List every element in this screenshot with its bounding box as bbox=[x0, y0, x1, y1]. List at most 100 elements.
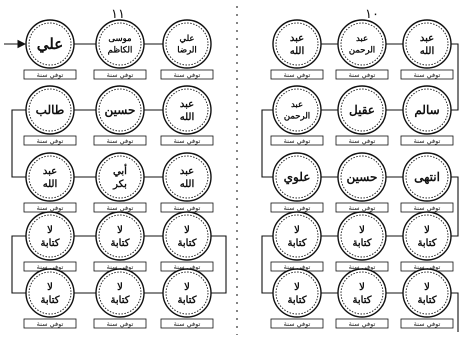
roundel-border bbox=[96, 269, 144, 317]
roundel-name: عبد bbox=[43, 166, 57, 177]
roundel-border bbox=[96, 20, 144, 68]
roundel-name-line2: كتابة bbox=[353, 238, 372, 249]
roundel-name-line2: بكر bbox=[112, 179, 127, 190]
roundel-border bbox=[338, 20, 386, 68]
roundel-node: علي توفي سنة bbox=[24, 20, 76, 79]
roundel-node: لا كتابة توفي سنة bbox=[161, 269, 213, 328]
caption-label: توفي سنة bbox=[174, 137, 201, 145]
caption-label: توفي سنة bbox=[414, 320, 441, 328]
roundel-node: لاكتابةتوفي سنة bbox=[336, 212, 388, 271]
roundel-border bbox=[338, 212, 386, 260]
roundel-node: لا كتابة توفي سنة bbox=[401, 269, 453, 328]
roundel-name-line2: كتابة bbox=[288, 238, 307, 249]
caption-label: توفي سنة bbox=[174, 204, 201, 212]
roundel-node: حسين توفي سنة bbox=[94, 86, 146, 145]
roundel-node: عليالرضاتوفي سنة bbox=[161, 20, 213, 79]
roundel-name: سالم bbox=[414, 103, 439, 118]
caption-label: توفي سنة bbox=[284, 71, 311, 79]
caption-label: توفي سنة bbox=[414, 204, 441, 212]
roundel-border bbox=[338, 269, 386, 317]
roundel-name: لا bbox=[359, 282, 365, 293]
roundel-border bbox=[26, 153, 74, 201]
roundel-name: علي bbox=[37, 35, 63, 54]
roundel-border bbox=[403, 212, 451, 260]
caption-label: توفي سنة bbox=[37, 320, 64, 328]
caption-label: توفي سنة bbox=[37, 137, 64, 145]
roundel-border bbox=[403, 20, 451, 68]
caption-label: توفي سنة bbox=[107, 204, 134, 212]
caption-label: توفي سنة bbox=[349, 320, 376, 328]
caption-label: توفي سنة bbox=[349, 137, 376, 145]
roundel-name-line2: الله bbox=[43, 179, 58, 190]
caption-label: توفي سنة bbox=[107, 71, 134, 79]
roundel-name-line2: الله bbox=[180, 179, 195, 190]
roundel-border bbox=[163, 269, 211, 317]
roundel-border bbox=[26, 212, 74, 260]
caption-label: توفي سنة bbox=[174, 320, 201, 328]
roundel-name: موسى bbox=[108, 34, 132, 44]
roundel-name-line2: كتابة bbox=[288, 295, 307, 306]
roundel-name: عبد bbox=[180, 166, 194, 177]
roundel-border bbox=[163, 212, 211, 260]
roundel-name-line2: كتابة bbox=[111, 295, 130, 306]
roundel-name-line2: كتابة bbox=[353, 295, 372, 306]
roundel-node: عقيل توفي سنة bbox=[336, 86, 388, 145]
roundel-node: أبي بكر توفي سنة bbox=[94, 153, 146, 212]
roundel-name: لا bbox=[424, 282, 430, 293]
roundel-name: عبد bbox=[291, 100, 303, 110]
roundel-node: لاكتابةتوفي سنة bbox=[401, 212, 453, 271]
roundel-name-line2: كتابة bbox=[178, 295, 197, 306]
roundel-name: أبي bbox=[113, 164, 127, 177]
roundel-name-line2: كتابة bbox=[418, 238, 437, 249]
roundel-name: لا bbox=[184, 282, 190, 293]
roundel-name-line2: كتابة bbox=[418, 295, 437, 306]
roundel-node: لاكتابةتوفي سنة bbox=[161, 212, 213, 271]
roundel-border bbox=[273, 269, 321, 317]
roundel-node: عبداللهتوفي سنة bbox=[24, 153, 76, 212]
caption-label: توفي سنة bbox=[284, 320, 311, 328]
caption-label: توفي سنة bbox=[414, 137, 441, 145]
roundel-node: لا كتابة توفي سنة bbox=[271, 269, 323, 328]
roundel-node: سالم توفي سنة bbox=[401, 86, 453, 145]
roundel-name-line2: الكاظم bbox=[108, 45, 133, 56]
roundel-border bbox=[26, 269, 74, 317]
roundel-name: لا bbox=[47, 225, 53, 236]
roundel-name: لا bbox=[294, 282, 300, 293]
roundel-node: عبد الله توفي سنة bbox=[161, 153, 213, 212]
roundel-node: لا كتابة توفي سنة bbox=[336, 269, 388, 328]
roundel-border bbox=[163, 20, 211, 68]
caption-label: توفي سنة bbox=[174, 71, 201, 79]
roundel-name: عبد bbox=[180, 99, 194, 110]
roundel-name: طالب bbox=[36, 103, 65, 117]
roundel-name: حسين bbox=[105, 103, 136, 118]
roundel-node: طالب توفي سنة bbox=[24, 86, 76, 145]
roundel-name-line2: الرحمن bbox=[349, 45, 375, 56]
caption-label: توفي سنة bbox=[37, 71, 64, 79]
roundel-name: عقيل bbox=[349, 103, 375, 117]
page-number-right: ١٠ bbox=[365, 7, 379, 22]
roundel-name-line2: كتابة bbox=[41, 238, 60, 249]
roundel-name-line2: الرضا bbox=[177, 45, 196, 56]
roundel-name: لا bbox=[117, 282, 123, 293]
roundel-border bbox=[163, 153, 211, 201]
roundel-name: لا bbox=[47, 282, 53, 293]
roundel-name-line2: الله bbox=[180, 112, 195, 123]
roundel-name: لا bbox=[294, 225, 300, 236]
roundel-border bbox=[96, 212, 144, 260]
roundel-name: لا bbox=[359, 225, 365, 236]
roundel-name: عبد bbox=[356, 34, 368, 44]
caption-label: توفي سنة bbox=[107, 137, 134, 145]
caption-label: توفي سنة bbox=[107, 320, 134, 328]
roundel-name-line2: الله bbox=[290, 46, 305, 57]
roundel-node: موسىالكاظم توفي سنة bbox=[94, 20, 146, 79]
roundel-node: لاكتابةتوفي سنة bbox=[24, 269, 76, 328]
caption-label: توفي سنة bbox=[349, 71, 376, 79]
roundel-node: انتهىتوفي سنة bbox=[401, 153, 453, 212]
roundel-name: لا bbox=[424, 225, 430, 236]
page-number-left: ١١ bbox=[111, 7, 125, 22]
